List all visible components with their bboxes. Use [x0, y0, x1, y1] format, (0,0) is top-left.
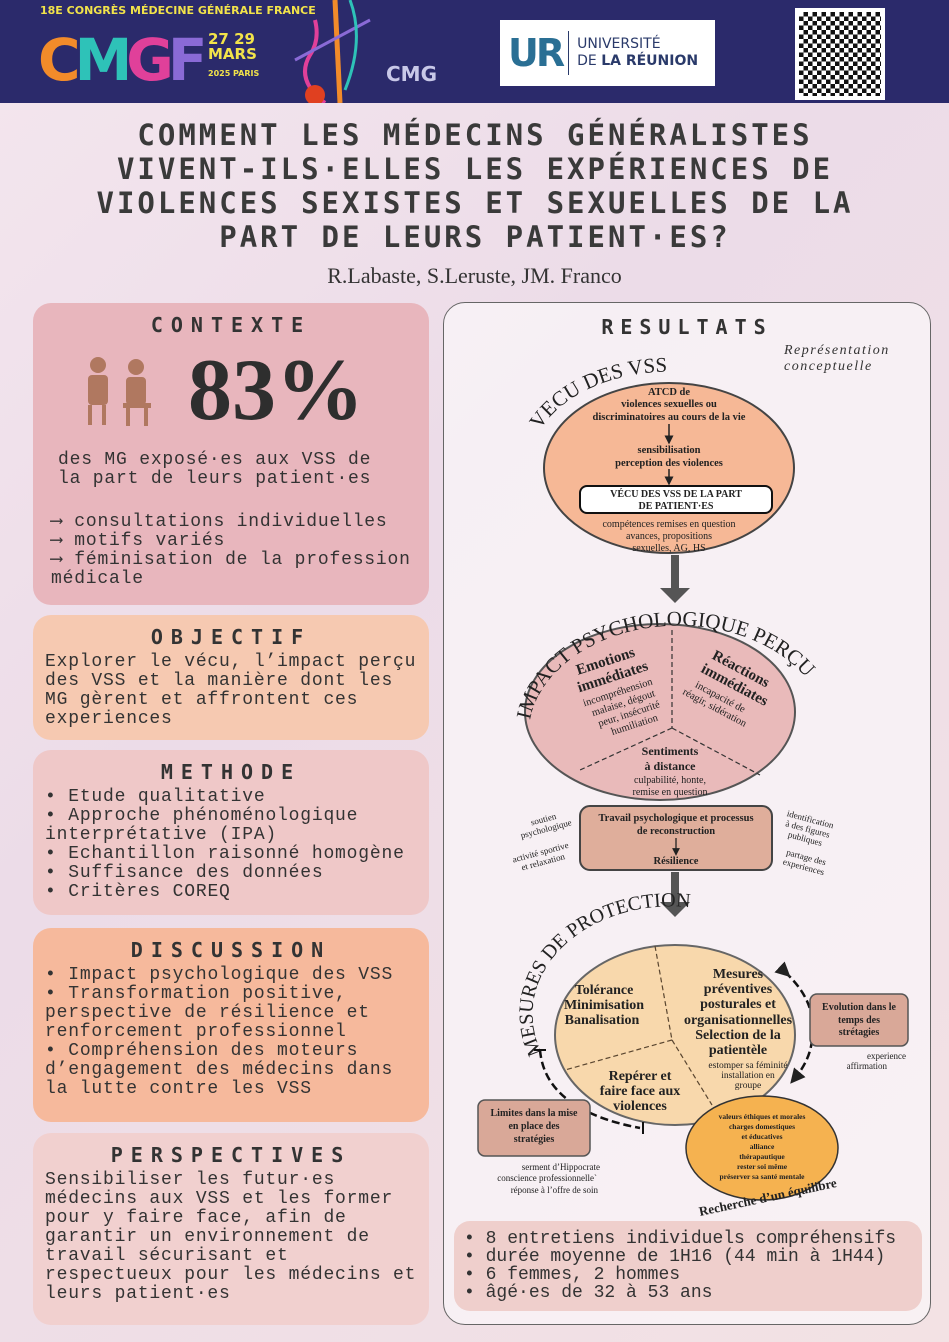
svg-text:stratégies: stratégies	[514, 1134, 555, 1145]
violin-illustration	[294, 0, 371, 103]
svg-text:Travail psychologique et proce: Travail psychologique et processus	[598, 813, 753, 824]
svg-text:préserver sa santé mentale: préserver sa santé mentale	[719, 1172, 805, 1181]
svg-text:à distance: à distance	[645, 759, 697, 773]
section-heading: DISCUSSION	[130, 938, 332, 962]
svg-text:de reconstruction: de reconstruction	[637, 826, 715, 837]
methode-section: METHODE Etude qualitativeApproche phénom…	[33, 750, 429, 915]
svg-text:en place des: en place des	[508, 1121, 559, 1132]
svg-text:perception des violences: perception des violences	[615, 458, 723, 469]
perspectives-section: PERSPECTIVES Sensibiliser les futur·es m…	[33, 1133, 429, 1325]
svg-text:thérapautique: thérapautique	[739, 1152, 785, 1161]
arrow-down-icon	[660, 588, 690, 603]
svg-text:préventives: préventives	[704, 982, 773, 997]
svg-text:culpabilité, honte,: culpabilité, honte,	[634, 775, 706, 786]
svg-text:temps des: temps des	[838, 1015, 880, 1026]
svg-text:Tolérance: Tolérance	[575, 983, 634, 998]
list-item: féminisation de la profession médicale	[51, 551, 421, 589]
svg-text:violences sexuelles ou: violences sexuelles ou	[621, 399, 717, 410]
list-item: Etude qualitative	[45, 788, 417, 807]
svg-text:sexuelles, AG, HS: sexuelles, AG, HS	[632, 543, 705, 554]
section-heading: OBJECTIF	[150, 625, 312, 649]
svg-text:Banalisation: Banalisation	[565, 1013, 640, 1028]
limites-box	[477, 1099, 591, 1157]
svg-text:Sentiments: Sentiments	[642, 744, 699, 758]
svg-text:strétagies: strétagies	[839, 1027, 880, 1038]
stat-83-percent: 83%	[188, 342, 364, 439]
list-item: Transformation positive, perspective de …	[45, 985, 417, 1042]
svg-text:groupe: groupe	[735, 1081, 761, 1091]
section-heading: RESULTATS	[601, 315, 773, 339]
svg-text:Mesures: Mesures	[713, 967, 764, 982]
svg-text:conscience professionnelle`: conscience professionnelle`	[497, 1173, 597, 1183]
svg-text:Résilience: Résilience	[654, 856, 699, 867]
svg-text:Limites dans la mise: Limites dans la mise	[491, 1108, 579, 1119]
evolution-box	[809, 993, 909, 1047]
svg-text:remise en question: remise en question	[633, 787, 708, 798]
consultation-icon	[88, 357, 151, 426]
arrow-down-icon	[660, 902, 690, 917]
svg-text:violences: violences	[613, 1099, 667, 1114]
list-item: Suffisance des données	[45, 864, 417, 883]
svg-text:compétences remises en questio: compétences remises en question	[602, 519, 735, 530]
svg-text:organisationnelles: organisationnelles	[684, 1013, 793, 1028]
svg-text:patientèle: patientèle	[709, 1043, 767, 1058]
authors: R.Labaste, S.Leruste, JM. Franco	[327, 263, 622, 288]
equilibre-ellipse	[685, 1095, 839, 1201]
svg-text:réponse à l’offre de soin: réponse à l’offre de soin	[511, 1185, 599, 1195]
svg-text:Selection de la: Selection de la	[695, 1028, 781, 1043]
congress-name: 18E CONGRÈS MÉDECINE GÉNÉRALE FRANCE	[40, 4, 316, 17]
svg-text:DE PATIENT·ES: DE PATIENT·ES	[639, 501, 714, 512]
cmgf-logo: CMGF	[38, 26, 207, 94]
cmg-logo: CMG	[386, 62, 437, 86]
svg-text:charges domestiques: charges domestiques	[729, 1122, 795, 1131]
svg-text:Repérer et: Repérer et	[609, 1069, 672, 1084]
svg-text:discriminatoires au cours de l: discriminatoires au cours de la vie	[593, 412, 746, 423]
section-heading: PERSPECTIVES	[110, 1143, 352, 1167]
svg-text:ATCD de: ATCD de	[648, 387, 690, 398]
contexte-section: CONTEXTE 83% des MG exposé·es aux VSS de…	[33, 303, 429, 605]
svg-text:affirmation: affirmation	[847, 1061, 888, 1071]
list-item: Critères COREQ	[45, 883, 417, 902]
svg-text:et éducatives: et éducatives	[741, 1132, 782, 1141]
objectif-section: OBJECTIF Explorer le vécu, l’impact perç…	[33, 615, 429, 740]
discussion-section: DISCUSSION Impact psychologique des VSST…	[33, 928, 429, 1122]
list-item: consultations individuelles	[51, 513, 421, 532]
svg-text:posturales et: posturales et	[700, 997, 776, 1012]
list-item: Approche phénoménologique interprétative…	[45, 807, 417, 845]
svg-text:rester soi même: rester soi même	[737, 1162, 788, 1171]
svg-text:faire face aux: faire face aux	[600, 1084, 681, 1099]
svg-text:estomper sa féminité: estomper sa féminité	[708, 1060, 787, 1071]
impact-ellipse	[524, 623, 796, 801]
list-item: Impact psychologique des VSS	[45, 966, 417, 985]
list-item: Compréhension des moteurs d’engagement d…	[45, 1042, 417, 1099]
stats-box: 8 entretiens individuels compréhensifsdu…	[454, 1221, 922, 1311]
qr-code[interactable]	[795, 8, 885, 100]
svg-text:installation en: installation en	[721, 1071, 775, 1081]
section-heading: CONTEXTE	[150, 313, 312, 337]
svg-text:valeurs éthiques et morales: valeurs éthiques et morales	[719, 1112, 806, 1121]
header-banner: 18E CONGRÈS MÉDECINE GÉNÉRALE FRANCE CMG…	[0, 0, 949, 103]
list-item: motifs variés	[51, 532, 421, 551]
svg-text:sensibilisation: sensibilisation	[637, 445, 700, 456]
svg-text:Evolution dans le: Evolution dans le	[822, 1002, 896, 1013]
svg-text:experience: experience	[867, 1051, 906, 1061]
svg-text:alliance: alliance	[750, 1142, 775, 1151]
svg-text:serment d’Hippocrate: serment d’Hippocrate	[522, 1162, 600, 1172]
section-heading: METHODE	[160, 760, 302, 784]
protection-ellipse	[554, 944, 796, 1126]
svg-text:VÉCU DES VSS DE LA PART: VÉCU DES VSS DE LA PART	[610, 488, 742, 500]
svg-text:Minimisation: Minimisation	[564, 998, 644, 1013]
list-item: Echantillon raisonné homogène	[45, 845, 417, 864]
svg-text:avances, propositions: avances, propositions	[626, 531, 712, 542]
